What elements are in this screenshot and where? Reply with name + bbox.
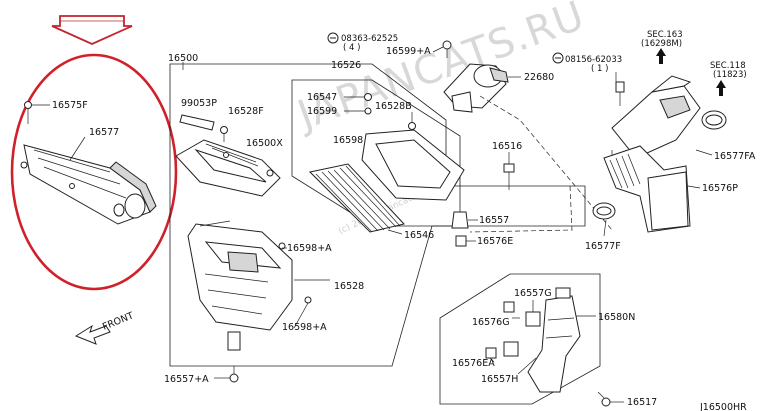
label-16546: 16546 <box>404 230 434 241</box>
label-16557G: 16557G <box>514 288 552 299</box>
label-08156-62033: 08156-62033 <box>565 55 622 65</box>
grommet-16557G-drawing <box>525 300 541 327</box>
label-22680: 22680 <box>524 72 554 83</box>
clip-16528F-drawing <box>220 126 228 142</box>
grommet-16557H-drawing <box>503 341 537 375</box>
clamp-16577FA-drawing <box>701 110 727 130</box>
bolt-16517-drawing <box>597 391 624 407</box>
label-08363-qty: ( 4 ) <box>343 43 360 53</box>
label-16516: 16516 <box>492 141 522 152</box>
lower-housing-16528-drawing <box>187 223 312 351</box>
subassembly-16580N-outline <box>439 273 601 405</box>
label-sec163: SEC.163 <box>647 30 683 40</box>
grommet-16576E-drawing <box>455 235 476 247</box>
bolt-08156-drawing <box>615 72 625 106</box>
duct-16577-drawing <box>20 144 157 225</box>
resonator-16528B-drawing <box>361 112 465 201</box>
clip-16599A-drawing <box>432 40 452 58</box>
label-16576G: 16576G <box>472 317 510 328</box>
grommet-16576EA-drawing <box>485 347 497 363</box>
label-16577F: 16577F <box>585 241 621 252</box>
down-arrow-icon <box>51 15 133 45</box>
label-16557H: 16557H <box>481 374 518 385</box>
gasket-99053P-drawing <box>179 114 215 131</box>
label-16526: 16526 <box>331 60 361 71</box>
label-16598A-bottom: 16598+A <box>282 322 327 333</box>
label-16528: 16528 <box>334 281 364 292</box>
front-label: FRONT <box>101 310 135 332</box>
bolt-16599-drawing <box>344 107 372 115</box>
duct-16577FA-drawing <box>611 75 701 159</box>
airflow-meter-22680-drawing <box>443 63 509 113</box>
label-99053P: 99053P <box>181 98 217 109</box>
label-16598: 16598 <box>333 135 363 146</box>
label-16557: 16557 <box>479 215 509 226</box>
bolt-16547-drawing <box>344 93 372 101</box>
label-16577FA: 16577FA <box>714 151 756 162</box>
label-16577: 16577 <box>89 127 119 138</box>
assembly-16500-outline <box>169 63 586 367</box>
label-16580N: 16580N <box>598 312 635 323</box>
label-16575F: 16575F <box>52 100 88 111</box>
label-16576P: 16576P <box>702 183 738 194</box>
hose-16576P-drawing <box>603 145 691 233</box>
label-16576E: 16576E <box>477 236 513 247</box>
grommet-16576G-drawing <box>503 301 520 319</box>
label-08363-62525: 08363-62525 <box>341 34 398 44</box>
label-16528B: 16528B <box>375 101 412 112</box>
clamp-16577F-drawing <box>592 202 616 220</box>
label-sec118: SEC.118 <box>710 61 746 71</box>
label-16517: 16517 <box>627 397 657 408</box>
front-arrow-icon <box>74 324 111 345</box>
highlight-ellipse <box>10 53 178 291</box>
label-08156-qty: ( 1 ) <box>591 64 608 74</box>
resonator-16580N-drawing <box>527 287 581 393</box>
up-arrow-icon <box>656 48 666 64</box>
up-arrow-icon <box>716 80 726 96</box>
label-16547: 16547 <box>307 92 337 103</box>
label-16528F: 16528F <box>228 106 264 117</box>
dashed-guide-line <box>479 95 613 231</box>
filter-16546-drawing <box>308 163 405 233</box>
label-sec118-sub: (11823) <box>713 70 747 80</box>
label-16500X: 16500X <box>246 138 283 149</box>
grommet-16557-drawing <box>451 211 478 229</box>
upper-housing-16500X-drawing <box>175 139 281 197</box>
label-16576EA: 16576EA <box>452 358 495 369</box>
screw-08363-icon <box>327 32 339 44</box>
label-16599: 16599 <box>307 106 337 117</box>
label-16598A-top: 16598+A <box>287 243 332 254</box>
diagram-reference-code: J16500HR <box>699 402 747 411</box>
bolt-16516-drawing <box>503 152 515 190</box>
nut-16557A-drawing <box>214 366 239 383</box>
label-16500: 16500 <box>168 53 198 64</box>
label-sec163-sub: (16298M) <box>641 39 682 49</box>
bolt-08156-icon <box>552 52 564 64</box>
bolt-16575F-drawing <box>24 101 50 124</box>
label-16599A: 16599+A <box>386 46 431 57</box>
label-16557A: 16557+A <box>164 374 209 385</box>
